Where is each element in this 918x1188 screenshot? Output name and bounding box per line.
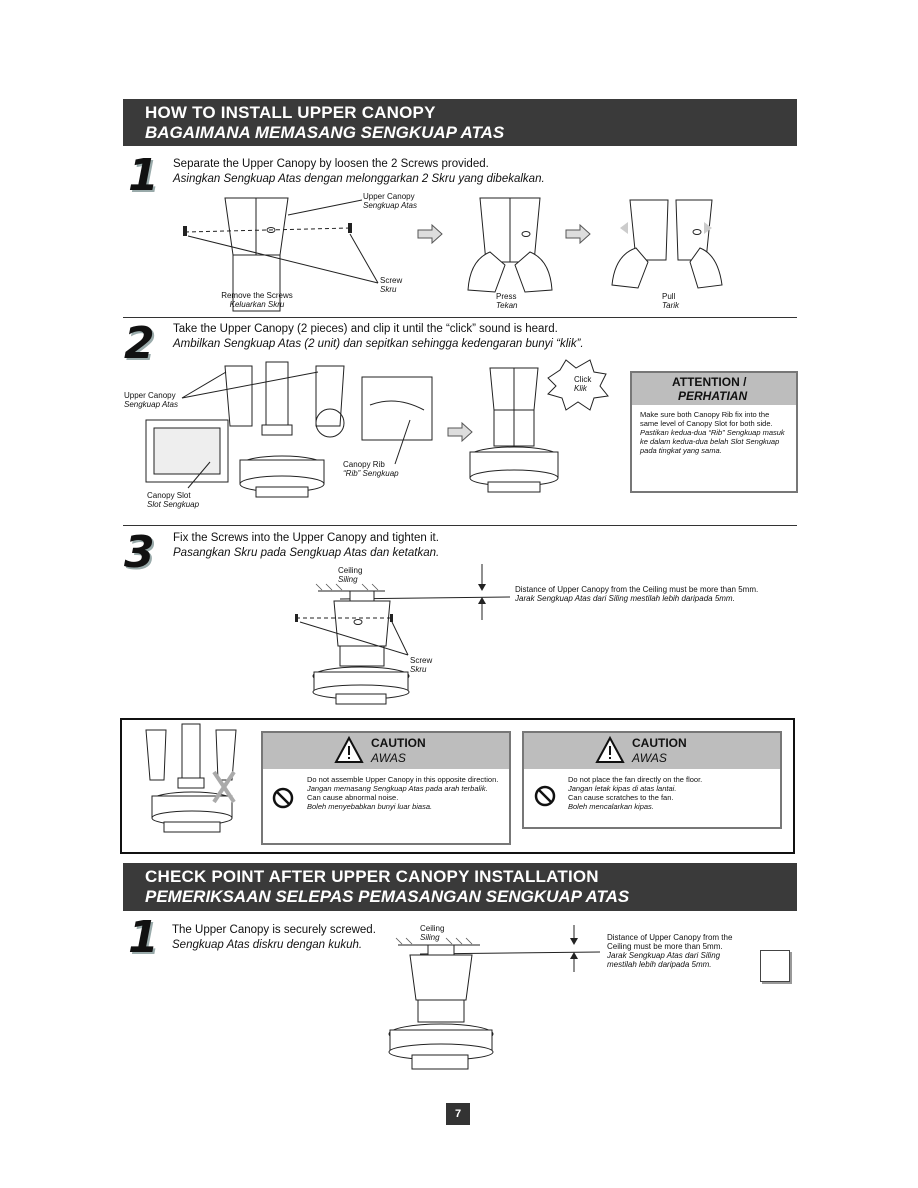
prohibited-icon xyxy=(534,785,556,807)
label-canopy-rib: Canopy Rib “Rib” Sengkuap xyxy=(343,460,399,478)
step-number-3: 3 xyxy=(124,527,155,578)
caution-illustration xyxy=(145,723,237,833)
step2-instruction: Take the Upper Canopy (2 pieces) and cli… xyxy=(173,323,584,350)
caution-header-1: CAUTION AWAS xyxy=(263,733,509,769)
caution-text-2: Do not place the fan directly on the flo… xyxy=(568,775,703,811)
label-canopy-slot: Canopy Slot Slot Sengkuap xyxy=(147,491,200,509)
label-ceiling-check: Ceiling Siling xyxy=(420,924,445,942)
caution-box-2: CAUTION AWAS Do not place the fan direct… xyxy=(522,731,782,829)
caution-header-2: CAUTION AWAS xyxy=(524,733,780,769)
label-ceiling: Ceiling Siling xyxy=(338,566,363,584)
section-banner-install: HOW TO INSTALL UPPER CANOPY BAGAIMANA ME… xyxy=(123,99,797,146)
label-click: Click Klik xyxy=(574,375,592,393)
prohibited-icon xyxy=(272,787,294,809)
label-screw-3: Screw Skru xyxy=(410,656,433,674)
warning-triangle-icon xyxy=(595,735,625,763)
caution-text-1: Do not assemble Upper Canopy in this opp… xyxy=(307,775,499,811)
warning-triangle-icon xyxy=(334,735,364,763)
distance-note: Distance of Upper Canopy from the Ceilin… xyxy=(515,585,759,603)
step-number-1: 1 xyxy=(128,150,159,201)
section-banner-checkpoint: CHECK POINT AFTER UPPER CANOPY INSTALLAT… xyxy=(123,863,797,911)
step3-illustration xyxy=(295,564,511,705)
caution-box-1: CAUTION AWAS Do not assemble Upper Canop… xyxy=(261,731,511,845)
step-number-2: 2 xyxy=(124,318,155,369)
section-title-ms: BAGAIMANA MEMASANG SENGKUAP ATAS xyxy=(145,123,505,142)
check1-illustration xyxy=(388,925,601,1070)
attention-header: ATTENTION / PERHATIAN xyxy=(632,373,796,405)
step1-instruction: Separate the Upper Canopy by loosen the … xyxy=(173,158,545,185)
check1-instruction: The Upper Canopy is securely screwed. Se… xyxy=(172,924,376,951)
label-pull: Pull Tarik xyxy=(662,292,680,310)
step1-illustration xyxy=(183,197,723,312)
page-number: 7 xyxy=(446,1103,470,1125)
attention-text: Make sure both Canopy Rib fix into the s… xyxy=(640,410,785,455)
divider-2 xyxy=(123,525,797,526)
label-remove-screws: Remove the Screws Keluarkan Skru xyxy=(221,291,293,309)
divider-1 xyxy=(123,317,797,318)
check-step-number-1: 1 xyxy=(128,912,159,963)
section-title: HOW TO INSTALL UPPER CANOPY xyxy=(145,103,436,122)
checkbox[interactable] xyxy=(760,950,790,982)
section-title-ms: PEMERIKSAAN SELEPAS PEMASANGAN SENGKUAP … xyxy=(145,887,630,906)
step2-illustration xyxy=(145,359,609,498)
section-title: CHECK POINT AFTER UPPER CANOPY INSTALLAT… xyxy=(145,867,599,886)
label-screw: Screw Skru xyxy=(380,276,403,294)
label-upper-canopy: Upper Canopy Sengkuap Atas xyxy=(363,192,417,210)
step3-instruction: Fix the Screws into the Upper Canopy and… xyxy=(173,532,440,559)
caution-frame xyxy=(120,718,795,854)
distance-note-check: Distance of Upper Canopy from the Ceilin… xyxy=(607,933,733,969)
label-upper-canopy-2: Upper Canopy Sengkuap Atas xyxy=(124,391,178,409)
attention-box: ATTENTION / PERHATIAN Make sure both Can… xyxy=(630,371,798,493)
label-press: Press Tekan xyxy=(496,292,518,310)
